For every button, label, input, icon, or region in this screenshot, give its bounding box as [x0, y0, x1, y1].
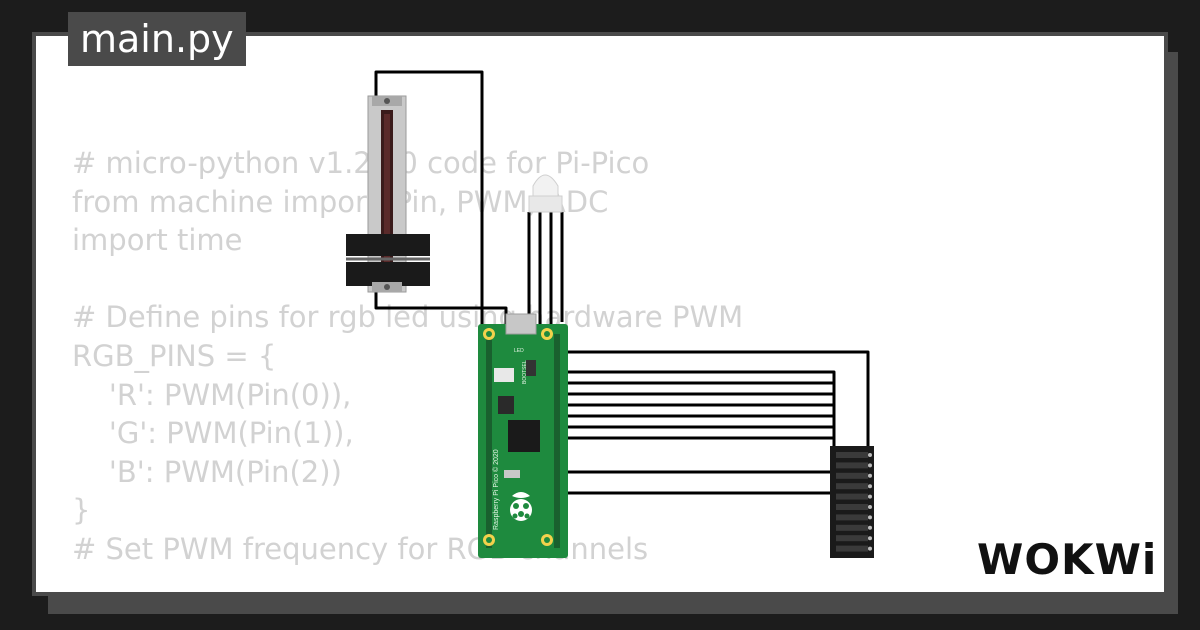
wire-header-10: [566, 491, 836, 538]
wokwi-logo-text: WOKWi: [977, 535, 1155, 584]
header-pin: [836, 524, 868, 531]
wire-header-4: [566, 392, 836, 478]
header-pin-hole: [868, 515, 872, 520]
rgb-led[interactable]: [528, 174, 563, 213]
header-pin: [836, 504, 868, 510]
code-line: 'G': PWM(Pin(1)),: [72, 416, 354, 451]
code-line: # Define pins for rgb led using hardware…: [72, 300, 744, 335]
wire-header-8: [566, 436, 836, 518]
bootsel-label: BOOTSEL: [522, 360, 528, 384]
wires: [374, 70, 870, 538]
header-pin-hole: [868, 473, 872, 478]
header-pin-hole: [868, 494, 872, 499]
header-pin: [836, 462, 868, 469]
pin-header[interactable]: [830, 446, 874, 558]
wokwi-logo-icon: WOKWi: [977, 535, 1155, 584]
header-pin: [836, 535, 868, 542]
board-silkscreen: Raspberry Pi Pico © 2020: [492, 449, 500, 530]
header-pin-hole: [868, 453, 872, 457]
header-pin-hole: [868, 505, 872, 509]
raspberry-pi-logo-icon: [510, 492, 532, 521]
code-line: import time: [72, 223, 243, 258]
code-line: 'B': PWM(Pin(2)): [72, 454, 342, 489]
header-pin-hole: [868, 463, 872, 468]
pi-pico-board[interactable]: Raspberry Pi Pico © 2020 LED BOOTSEL: [478, 313, 568, 558]
filename-tab[interactable]: main.py: [68, 12, 246, 66]
code-line: RGB_PINS = {: [72, 338, 277, 373]
wire-header-1: [566, 350, 870, 448]
code-line: }: [72, 493, 91, 528]
header-pin-hole: [868, 546, 872, 551]
header-pin: [836, 452, 868, 458]
board-usb-label: LED: [514, 348, 524, 354]
slide-potentiometer[interactable]: [346, 95, 430, 293]
wire-header-9: [566, 470, 836, 528]
header-pin: [836, 493, 868, 500]
header-pin-hole: [868, 525, 872, 530]
code-line: 'R': PWM(Pin(0)),: [72, 377, 352, 412]
header-pin-hole: [868, 484, 872, 489]
code-line: from machine impor Pin, PWM, ADC: [72, 184, 609, 219]
header-pin: [836, 514, 868, 521]
header-pin-hole: [868, 536, 872, 541]
header-pin: [836, 472, 868, 479]
header-pin: [836, 483, 868, 490]
header-pin: [836, 545, 868, 552]
